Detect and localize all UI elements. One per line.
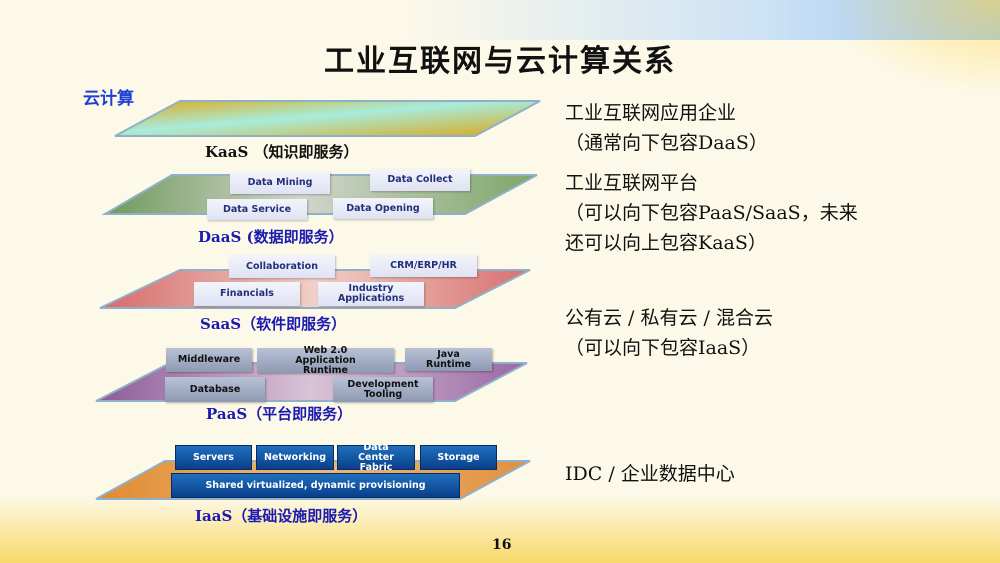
daas-desc-line: 还可以向上包容KaaS）	[565, 232, 767, 254]
page-number: 16	[492, 537, 512, 553]
financials-box: Financials	[194, 282, 300, 306]
storage-box: Storage	[420, 445, 497, 470]
paas-desc-line: （可以向下包容IaaS）	[565, 337, 761, 359]
paas-label: PaaS（平台即服务）	[206, 405, 353, 423]
paas-desc-line: 公有云 / 私有云 / 混合云	[565, 307, 773, 329]
iaas-desc-line: IDC / 企业数据中心	[565, 463, 735, 485]
kaas-label: KaaS （知识即服务）	[205, 143, 359, 161]
data-mining-box: Data Mining	[230, 172, 330, 194]
development-tooling-box: Development Tooling	[333, 377, 433, 402]
daas-description: 工业互联网平台 （可以向下包容PaaS/SaaS，未来 还可以向上包容KaaS）	[565, 168, 858, 258]
kaas-plane	[114, 100, 541, 137]
daas-desc-line: 工业互联网平台	[565, 172, 699, 194]
data-opening-box: Data Opening	[333, 198, 433, 219]
data-collect-box: Data Collect	[370, 169, 470, 191]
database-box: Database	[165, 377, 265, 402]
java-runtime-box: Java Runtime	[405, 348, 492, 371]
saas-label: SaaS（软件即服务）	[200, 315, 347, 333]
collaboration-box: Collaboration	[229, 255, 335, 278]
data-center-fabric-box: Data Center Fabric	[337, 442, 415, 472]
web20-runtime-box: Web 2.0 Application Runtime	[257, 345, 394, 375]
daas-desc-line: （可以向下包容PaaS/SaaS，未来	[565, 202, 858, 224]
cloud-computing-label: 云计算	[83, 89, 134, 109]
iaas-description: IDC / 企业数据中心	[565, 459, 735, 489]
networking-box: Networking	[256, 445, 334, 470]
iaas-label: IaaS（基础设施即服务）	[195, 507, 368, 525]
kaas-desc-line: 工业互联网应用企业	[565, 102, 737, 124]
shared-provisioning-box: Shared virtualized, dynamic provisioning	[171, 473, 460, 498]
data-service-box: Data Service	[207, 199, 307, 220]
paas-description: 公有云 / 私有云 / 混合云 （可以向下包容IaaS）	[565, 303, 773, 363]
middleware-box: Middleware	[166, 348, 252, 372]
daas-label: DaaS (数据即服务）	[198, 228, 344, 246]
slide-title: 工业互联网与云计算关系	[324, 44, 676, 79]
industry-applications-box: Industry Applications	[318, 282, 424, 306]
servers-box: Servers	[175, 445, 252, 470]
kaas-description: 工业互联网应用企业 （通常向下包容DaaS）	[565, 98, 768, 158]
crm-erp-hr-box: CRM/ERP/HR	[370, 255, 477, 277]
kaas-desc-line: （通常向下包容DaaS）	[565, 132, 768, 154]
